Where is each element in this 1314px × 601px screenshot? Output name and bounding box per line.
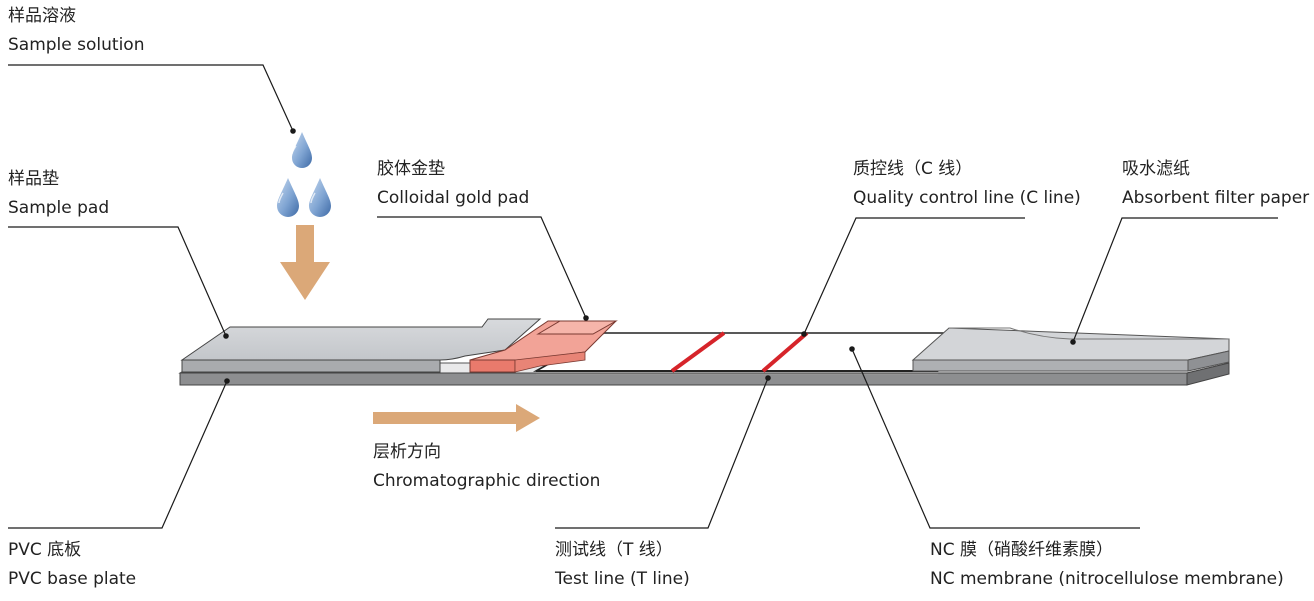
control-line [761, 331, 809, 373]
right-arrow-icon [373, 404, 540, 432]
leader-dot [223, 333, 229, 339]
label-zh: 吸水滤纸 [1122, 159, 1190, 179]
label-en: Sample solution [8, 35, 145, 55]
leader-line-nc [851, 348, 1140, 529]
down-arrow-icon [280, 225, 330, 300]
absorbent-filter-paper [911, 327, 1230, 372]
test-line [670, 331, 726, 373]
sample-pad [180, 318, 542, 373]
label-zh: 层析方向 [373, 442, 441, 462]
leader-line-t-line [555, 377, 769, 529]
leader-line-sample-pad [8, 226, 227, 337]
label-zh: 样品垫 [8, 169, 59, 189]
leader-line-absorbent [1072, 217, 1278, 343]
leader-line-c-line [803, 217, 1025, 335]
droplet-icon [309, 178, 331, 217]
label-en: Chromatographic direction [373, 471, 601, 491]
label-absorbent-filter-paper: 吸水滤纸 Absorbent filter paper [1122, 159, 1309, 208]
label-zh: NC 膜（硝酸纤维素膜） [930, 540, 1113, 560]
label-en: Quality control line (C line) [853, 188, 1081, 208]
label-en: Test line (T line) [555, 569, 690, 589]
label-zh: PVC 底板 [8, 540, 82, 560]
label-sample-solution: 样品溶液 Sample solution [8, 6, 144, 55]
leader-dot [290, 128, 296, 134]
colloidal-gold-pad [469, 320, 618, 373]
leader-dot [801, 331, 807, 337]
leader-line-gold-pad [377, 216, 587, 319]
label-en: Colloidal gold pad [377, 188, 530, 208]
label-zh: 胶体金垫 [377, 159, 445, 179]
label-en: PVC base plate [8, 569, 137, 589]
label-colloidal-gold-pad: 胶体金垫 Colloidal gold pad [377, 159, 529, 208]
label-en: Sample pad [8, 198, 110, 218]
label-sample-pad: 样品垫 Sample pad [8, 169, 109, 218]
label-pvc-base-plate: PVC 底板 PVC base plate [8, 540, 136, 589]
label-zh: 质控线（C 线） [853, 159, 973, 179]
leader-dot [849, 346, 855, 352]
droplet-icon [277, 178, 299, 217]
label-chromatographic-direction: 层析方向 Chromatographic direction [373, 442, 600, 491]
leader-line-sample-solution [8, 64, 294, 132]
leader-dot [583, 315, 589, 321]
droplet-icon [291, 132, 312, 168]
leader-dot [224, 378, 230, 384]
label-zh: 测试线（T 线） [555, 540, 673, 560]
leader-dot [1070, 339, 1076, 345]
label-quality-control-line: 质控线（C 线） Quality control line (C line) [853, 159, 1081, 208]
label-test-line: 测试线（T 线） Test line (T line) [555, 540, 690, 589]
label-en: Absorbent filter paper [1122, 188, 1310, 208]
label-en: NC membrane (nitrocellulose membrane) [930, 569, 1284, 589]
leader-line-pvc [8, 380, 228, 529]
label-nc-membrane: NC 膜（硝酸纤维素膜） NC membrane (nitrocellulose… [930, 540, 1284, 589]
leader-dot [765, 375, 771, 381]
label-zh: 样品溶液 [8, 6, 76, 26]
